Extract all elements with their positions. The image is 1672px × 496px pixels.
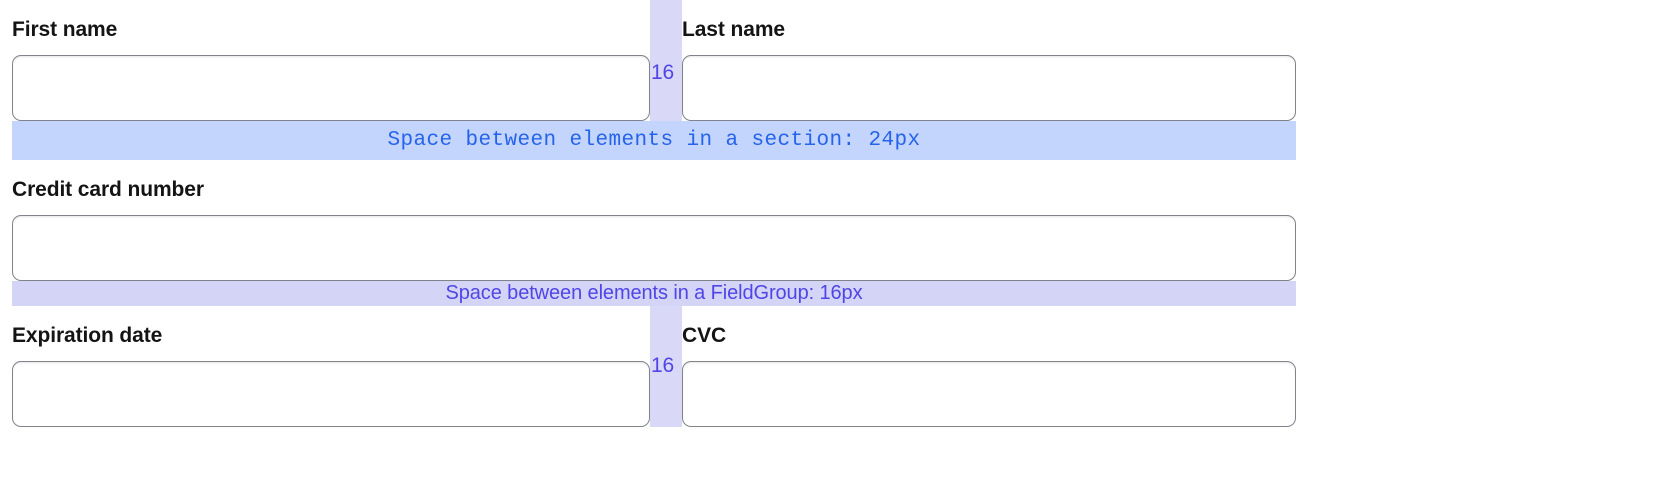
fieldgroup-spacing-annotation-band: Space between elements in a FieldGroup: … bbox=[12, 281, 1296, 306]
cvc-label: CVC bbox=[682, 324, 727, 347]
first-name-input[interactable] bbox=[12, 55, 650, 121]
last-name-label: Last name bbox=[682, 18, 785, 41]
expiration-date-input[interactable] bbox=[12, 361, 650, 427]
credit-card-number-field: Credit card number bbox=[12, 160, 1296, 281]
column-gap-value-card: 16 bbox=[651, 354, 674, 377]
section-spacing-annotation-band: Space between elements in a section: 24p… bbox=[12, 121, 1296, 160]
card-details-field-row: Expiration date 16 CVC bbox=[12, 306, 1296, 427]
credit-card-field-row: Credit card number bbox=[12, 160, 1296, 281]
form-content: First name 16 Last name Space between el… bbox=[12, 0, 1296, 427]
first-name-label: First name bbox=[12, 18, 118, 41]
expiration-date-field: Expiration date bbox=[12, 306, 650, 427]
column-gap-indicator-card: 16 bbox=[650, 306, 682, 427]
cvc-input[interactable] bbox=[682, 361, 1296, 427]
expiration-date-label: Expiration date bbox=[12, 324, 163, 347]
name-field-row: First name 16 Last name bbox=[12, 0, 1296, 121]
credit-card-number-input[interactable] bbox=[12, 215, 1296, 281]
first-name-field: First name bbox=[12, 0, 650, 121]
credit-card-number-label: Credit card number bbox=[12, 178, 204, 201]
last-name-input[interactable] bbox=[682, 55, 1296, 121]
column-gap-indicator-names: 16 bbox=[650, 0, 682, 121]
column-gap-value-names: 16 bbox=[651, 61, 674, 84]
cvc-field: CVC bbox=[682, 306, 1296, 427]
last-name-field: Last name bbox=[682, 0, 1296, 121]
